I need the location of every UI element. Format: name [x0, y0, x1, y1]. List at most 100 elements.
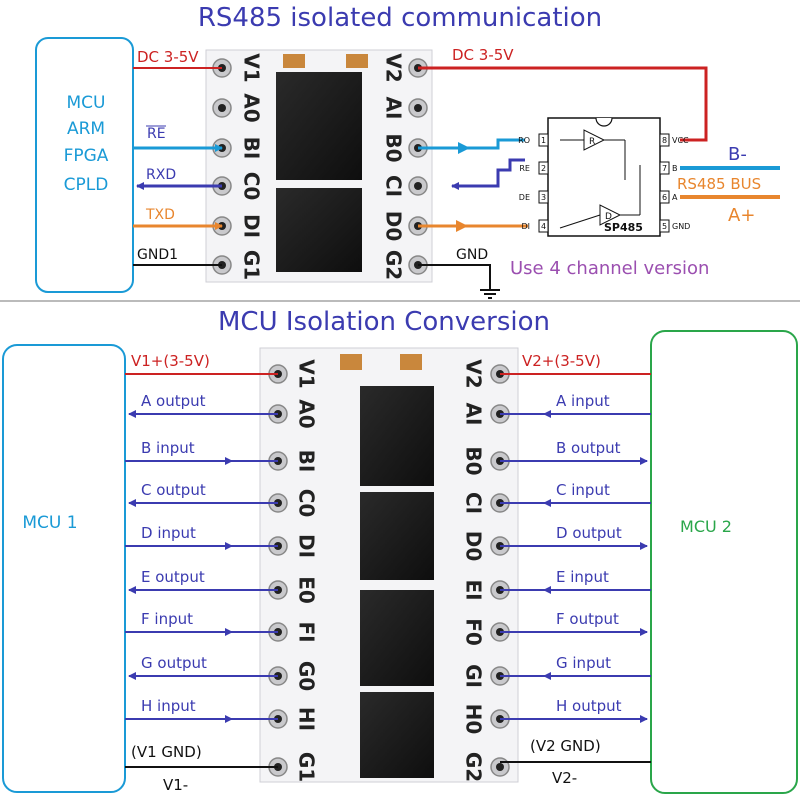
bottom-right-pin-label: G2	[462, 752, 486, 782]
sp485-pin-number: 4	[541, 222, 546, 231]
right-signal-label: B output	[556, 439, 621, 457]
sp485-pin-label: A	[672, 193, 678, 202]
top-left-pin-label: A0	[240, 93, 264, 122]
top-gnd-right-wire	[418, 264, 491, 290]
top-cap-left	[283, 54, 305, 68]
top-left-pin-label: G1	[240, 250, 264, 280]
bottom-left-pin-label: A0	[295, 399, 319, 428]
top-dc-right-label: DC 3-5V	[452, 46, 514, 64]
sp485-pin-number: 7	[662, 164, 667, 173]
mcu2-label: MCU 2	[680, 517, 732, 536]
sp485-pin-box	[659, 161, 670, 175]
bottom-isolator-chip-2	[360, 492, 434, 580]
v1-label: V1+(3-5V)	[131, 352, 210, 370]
sp485-pin-label: GND	[672, 222, 690, 231]
bottom-cap-right	[400, 354, 422, 370]
left-signal-label: B input	[141, 439, 195, 457]
bottom-left-pin-label: FI	[295, 621, 319, 642]
bottom-left-pin-label: G0	[295, 661, 319, 691]
top-dc-right-wire	[418, 66, 708, 142]
right-signal-label: C input	[556, 481, 610, 499]
bottom-right-pin-label: CI	[462, 492, 486, 514]
signal-wires: A output B input C output D input E output F …	[125, 392, 651, 723]
sp485-pin-box	[538, 133, 549, 147]
bottom-isolator-chip-1	[360, 386, 434, 486]
bus-b-label: B-	[728, 144, 747, 165]
d0-arrow	[456, 220, 468, 232]
sp485-pin-box	[538, 190, 549, 204]
bottom-isolator-chip-3	[360, 590, 434, 686]
right-signal-label: D output	[556, 524, 622, 542]
bus-a-label: A+	[728, 205, 755, 226]
left-signal-label: F input	[141, 610, 193, 628]
right-signal-label: F output	[556, 610, 619, 628]
top-isolator-chip-1	[276, 72, 362, 180]
sp485-pin-number: 3	[541, 193, 546, 202]
sp485-pin-label: B	[672, 164, 678, 173]
bottom-left-pin-label: BI	[295, 450, 319, 473]
gnd1-label: GND1	[137, 247, 178, 263]
right-signal-label: G input	[556, 654, 611, 672]
mcu-line-2: ARM	[67, 119, 105, 139]
top-mcu-box	[35, 37, 134, 293]
bottom-right-pin-label: EI	[462, 579, 486, 600]
top-left-pin-pad-hole	[218, 104, 226, 112]
top-right-pin-label: AI	[382, 97, 406, 120]
sp485-pin-box	[538, 161, 549, 175]
top-isolator-chip-2	[276, 188, 362, 272]
right-signal-label: H output	[556, 697, 622, 715]
mcu1-label: MCU 1	[22, 513, 77, 533]
top-left-pin-label: DI	[240, 214, 264, 238]
top-left-pin-label: V1	[240, 53, 264, 82]
bottom-left-pin-label: HI	[295, 707, 319, 731]
v1-gnd-label: (V1 GND)	[131, 743, 202, 761]
sp485-pin-label: RE	[519, 164, 530, 173]
sp485-pin-box	[659, 133, 670, 147]
left-signal-label: A output	[141, 392, 206, 410]
bottom-isolator-chip-4	[360, 692, 434, 778]
bottom-right-pin-label: B0	[462, 446, 486, 475]
sp485-r-label: R	[589, 137, 595, 147]
bottom-right-pin-pad-hole	[496, 763, 504, 771]
top-left-pin-label: C0	[240, 172, 264, 201]
sp485-d-label: D	[605, 212, 612, 222]
bottom-right-pin-label: D0	[462, 531, 486, 562]
left-signal-label: G output	[141, 654, 207, 672]
top-right-pin-pad-hole	[414, 104, 422, 112]
sp485-pin-number: 2	[541, 164, 546, 173]
left-signal-label: C output	[141, 481, 206, 499]
bottom-left-pin-label: E0	[295, 576, 319, 604]
top-right-pin-label: B0	[382, 133, 406, 162]
left-signal-label: D input	[141, 524, 196, 542]
b0-arrow	[458, 142, 470, 154]
re-to-ci-wire	[451, 158, 525, 190]
sp485-pin-box	[659, 219, 670, 233]
top-right-pin-pad-hole	[414, 182, 422, 190]
bottom-left-pin-label: G1	[295, 752, 319, 782]
top-right-pin-label: G2	[382, 250, 406, 280]
bottom-right-pin-label: H0	[462, 704, 486, 735]
v2-label: V2+(3-5V)	[522, 352, 601, 370]
bottom-left-pin-label: V1	[295, 359, 319, 388]
mcu-line-4: CPLD	[64, 175, 109, 195]
re-label: RE	[147, 126, 166, 142]
mcu2-box	[650, 330, 798, 794]
sp485-pin-number: 1	[541, 136, 546, 145]
mcu-line-1: MCU	[67, 93, 106, 113]
txd-label: TXD	[145, 207, 175, 223]
bottom-title: MCU Isolation Conversion	[218, 307, 550, 337]
sp485-pin-label: VCC	[672, 136, 689, 145]
rxd-label: RXD	[146, 167, 176, 183]
sp485-pin-label: DI	[521, 222, 530, 231]
sp485-pin-label: DE	[519, 193, 530, 202]
bottom-cap-left	[340, 354, 362, 370]
sp485-pin-number: 5	[662, 222, 667, 231]
v2-minus-label: V2-	[552, 769, 577, 787]
bottom-left-pin-label: C0	[295, 489, 319, 518]
left-signal-label: E output	[141, 568, 205, 586]
bottom-right-pin-label: F0	[462, 618, 486, 646]
top-right-pin-label: D0	[382, 211, 406, 242]
